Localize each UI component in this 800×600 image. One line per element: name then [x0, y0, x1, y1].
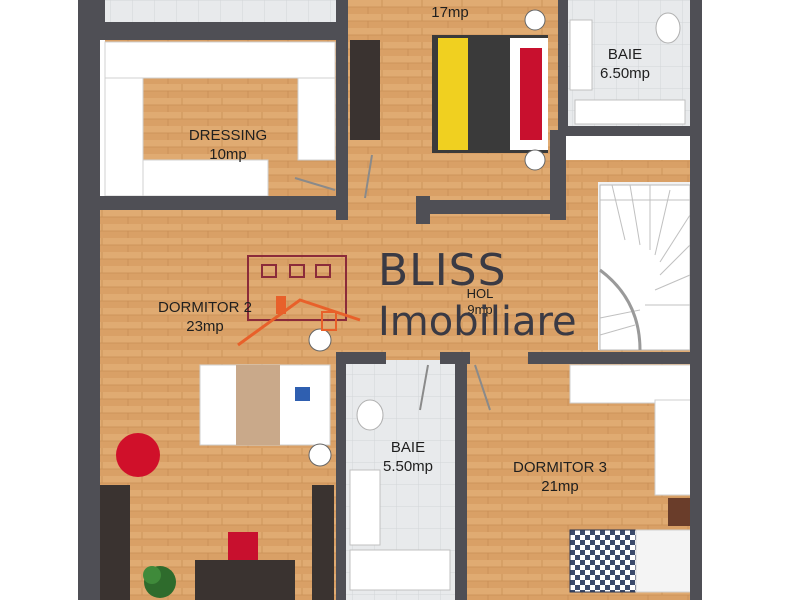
- staircase: [598, 182, 691, 351]
- plant: [143, 566, 176, 598]
- bed-bedroom2: [199, 328, 332, 467]
- red-chair: [116, 433, 160, 477]
- walls: [78, 0, 702, 600]
- room-label-dressing: DRESSING 10mp: [189, 126, 267, 164]
- room-name: DRESSING: [188, 127, 268, 144]
- wardrobe-top: [350, 40, 380, 140]
- room-label-bathroom-bottom: BAIE 5.50mp: [383, 438, 433, 476]
- room-area: 23mp: [186, 318, 224, 335]
- room-label-bathroom-top: BAIE 6.50mp: [600, 45, 650, 83]
- room-area: 21mp: [541, 478, 579, 495]
- room-area: 17mp: [431, 4, 469, 21]
- dressing-shelves: [104, 41, 336, 197]
- room-name: BAIE: [607, 46, 643, 63]
- top-left-floor: [105, 0, 340, 22]
- wardrobe-right: [312, 485, 334, 600]
- room-label-bedroom3: DORMITOR 3 21mp: [513, 458, 607, 496]
- bed-top: [432, 9, 548, 171]
- bliss-logo-mark: [237, 255, 361, 347]
- doors: [294, 154, 491, 411]
- bathroom-top-fixtures: [569, 12, 686, 125]
- room-label-bedroom2: DORMITOR 2 23mp: [158, 298, 252, 336]
- watermark-brand: BLISS: [378, 245, 507, 296]
- room-label-bedroom-top: 17mp: [431, 3, 469, 22]
- room-name: DORMITOR 3: [513, 459, 607, 476]
- room-name: HOL: [466, 286, 494, 301]
- room-area: 10mp: [209, 146, 247, 163]
- room-area: 9mp: [467, 302, 493, 317]
- watermark-subtitle: Imobiliare: [378, 299, 577, 345]
- desk-chair: [228, 532, 258, 560]
- room-label-hall: HOL 9mp: [467, 286, 494, 318]
- desk: [195, 560, 295, 600]
- watermark: BLISS Imobiliare: [378, 245, 577, 345]
- room-name: DORMITOR 2: [158, 299, 252, 316]
- room-area: 6.50mp: [599, 65, 651, 82]
- room-name: BAIE: [390, 439, 426, 456]
- room-area: 5.50mp: [382, 458, 434, 475]
- wardrobe-left: [98, 485, 130, 600]
- bathroom-bottom-fixtures: [349, 399, 451, 591]
